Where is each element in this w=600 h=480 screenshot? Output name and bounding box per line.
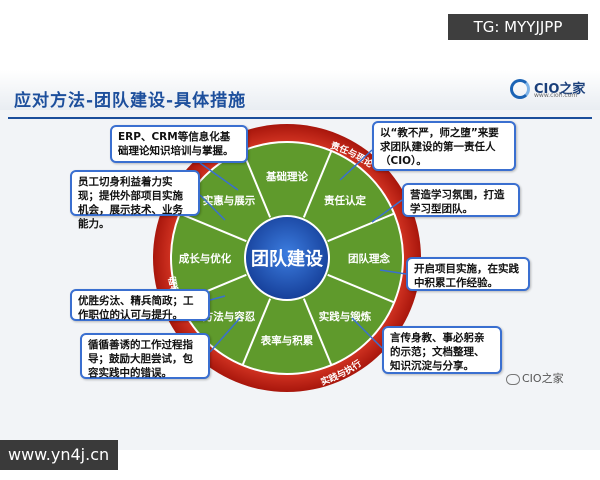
center-circle (244, 215, 330, 301)
title-bar (0, 70, 600, 110)
segment-divider (241, 298, 272, 366)
segment-divider (327, 273, 395, 304)
segment-divider (179, 212, 247, 243)
website-watermark: www.yn4j.cn (0, 440, 118, 470)
logo-url: www.cioh.com (534, 92, 578, 99)
segment-divider (327, 212, 395, 243)
segment-divider (241, 150, 272, 218)
logo-circle-icon (510, 79, 530, 99)
segment-outer-outline (170, 141, 404, 375)
callout-connector (209, 317, 241, 353)
wechat-tag: CIO之家 (506, 370, 564, 386)
wechat-icon (506, 373, 520, 385)
segment-label: 方法与容忍 (203, 310, 256, 323)
callout-learning: 营造学习氛围，打造学习型团队。 (402, 183, 520, 217)
callout-growth: 优胜劣汰、精兵简政；工作职位的认可与提升。 (70, 289, 210, 321)
title-rule (8, 117, 592, 119)
callout-connector (199, 162, 239, 191)
callout-connector (199, 194, 226, 221)
callout-connector (379, 269, 407, 275)
callout-connector (351, 317, 383, 349)
segment-label: 实惠与展示 (203, 194, 256, 207)
segment-label: 基础理论 (265, 170, 308, 183)
callout-connector (339, 149, 373, 181)
segment-label: 成长与优化 (179, 252, 232, 265)
logo-text: CIO之家 (534, 82, 586, 97)
center-label: 团队建设 (251, 248, 323, 270)
callout-guidance: 循循善诱的工作过程指导；鼓励大胆尝试，包容实践中的错误。 (80, 333, 210, 379)
segment-divider (302, 298, 333, 366)
slide-title: 应对方法-团队建设-具体措施 (14, 91, 247, 111)
callout-connector (371, 199, 403, 223)
callout-benefits: 员工切身利益着力实现；提供外部项目实施机会，展示技术、业务能力。 (70, 170, 200, 230)
segment-label: 责任认定 (324, 194, 366, 207)
segment-divider (302, 150, 333, 218)
segment-label: 实践与锻炼 (319, 310, 372, 323)
callout-practice: 开启项目实施，在实践中积累工作经验。 (406, 257, 530, 291)
segment-label: 表率与积累 (260, 334, 314, 347)
wechat-label: CIO之家 (522, 372, 564, 385)
cio-logo: CIO之家 www.cioh.com (510, 77, 594, 103)
callout-example: 言传身教、事必躬亲的示范；文档整理、知识沉淀与分享。 (382, 326, 502, 374)
callout-connector (209, 295, 226, 301)
segment-label: 团队理念 (348, 252, 390, 265)
callout-basic-theory: ERP、CRM等信息化基础理论知识培训与掌握。 (110, 125, 248, 163)
callout-responsibility: 以“教不严，师之堕”来要求团队建设的第一责任人（CIO）。 (372, 121, 516, 171)
watermark: TG: MYYJJPP (448, 14, 588, 40)
